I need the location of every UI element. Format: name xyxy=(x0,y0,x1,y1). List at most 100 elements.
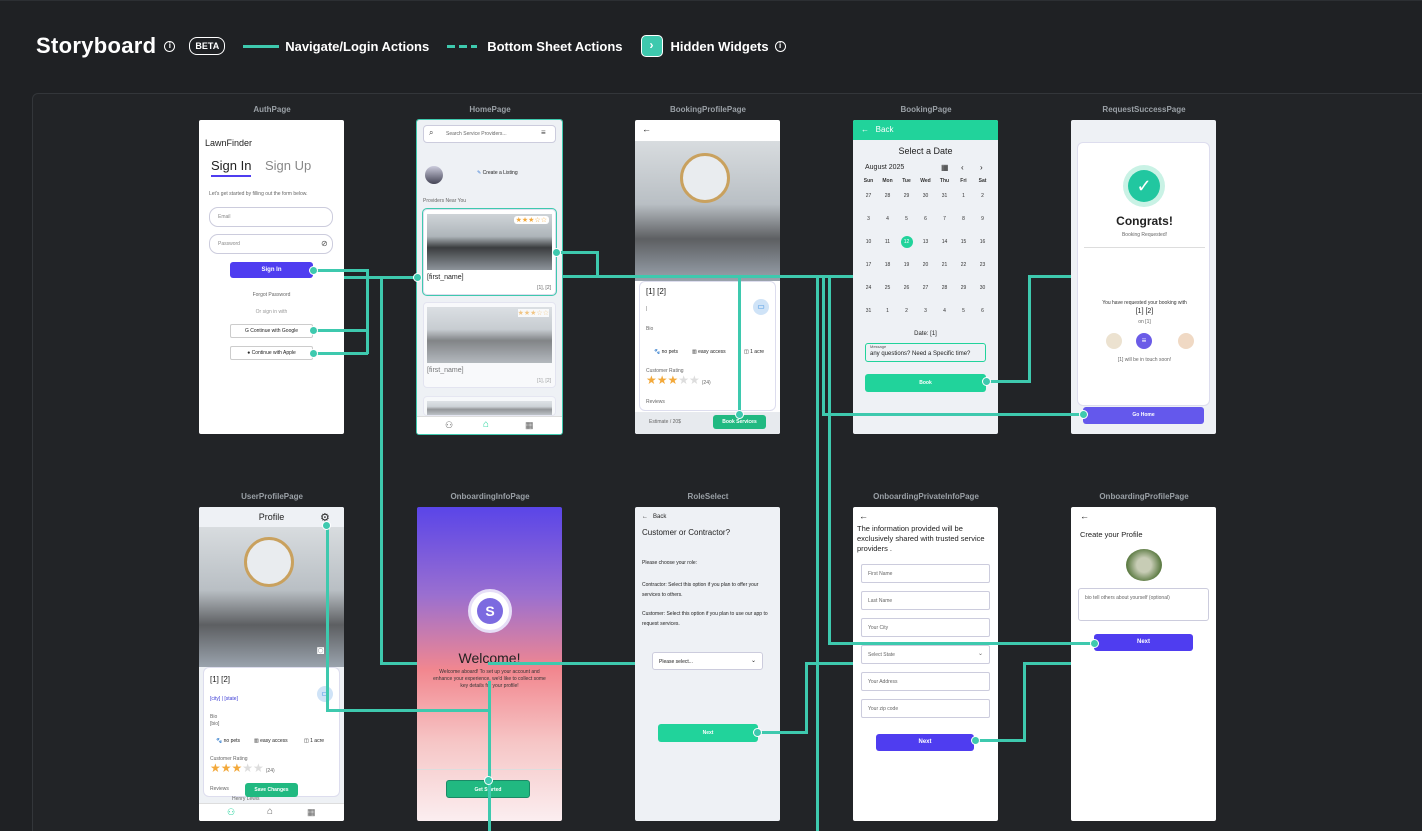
calendar-day[interactable]: 6 xyxy=(916,207,935,230)
connector-node[interactable] xyxy=(309,349,318,358)
back-arrow-icon[interactable]: ← xyxy=(642,124,651,134)
email-field[interactable]: Email xyxy=(209,207,333,227)
calendar-day[interactable]: 20 xyxy=(916,253,935,276)
calendar-day[interactable]: 28 xyxy=(935,276,954,299)
calendar-day[interactable]: 25 xyxy=(878,276,897,299)
connector-node[interactable] xyxy=(309,326,318,335)
avatar[interactable] xyxy=(425,166,443,184)
connector-node[interactable] xyxy=(1079,410,1088,419)
book-button[interactable]: Book xyxy=(865,374,986,392)
form-field[interactable]: Your zip code xyxy=(861,699,990,718)
calendar-day[interactable]: 2 xyxy=(973,184,992,207)
onboarding-profile-page[interactable]: ← Create your Profile bio tell others ab… xyxy=(1071,507,1216,821)
info-icon[interactable]: i xyxy=(774,40,786,52)
provider-card[interactable]: ★★★☆☆ [first_name] [1], [2] xyxy=(422,208,557,296)
calendar-icon[interactable]: ▦ xyxy=(525,420,534,430)
calendar-day[interactable]: 28 xyxy=(878,184,897,207)
search-input[interactable]: Search Service Providers... xyxy=(423,125,556,143)
eye-off-icon[interactable]: ⊘ xyxy=(321,239,328,248)
state-select[interactable]: Select State⌄ xyxy=(861,645,990,664)
connector-node[interactable] xyxy=(552,248,561,257)
calendar-day[interactable]: 4 xyxy=(878,207,897,230)
password-field[interactable]: Password xyxy=(209,234,333,254)
calendar-day[interactable]: 2 xyxy=(897,299,916,322)
book-services-button[interactable]: Book Services xyxy=(713,415,766,429)
calendar-day[interactable]: 29 xyxy=(954,276,973,299)
connector-node[interactable] xyxy=(322,521,331,530)
calendar-day[interactable]: 17 xyxy=(859,253,878,276)
profile-avatar[interactable] xyxy=(1126,549,1162,581)
form-field[interactable]: Your City xyxy=(861,618,990,637)
calendar-day[interactable]: 23 xyxy=(973,253,992,276)
back-link[interactable]: ← Back xyxy=(642,514,666,520)
calendar-icon[interactable]: ▦ xyxy=(307,807,316,817)
calendar-day[interactable]: 5 xyxy=(897,207,916,230)
back-arrow-icon[interactable]: ← xyxy=(1080,511,1089,521)
chat-icon[interactable]: ▭ xyxy=(753,299,769,315)
connector-node[interactable] xyxy=(1090,639,1099,648)
form-field[interactable]: Your Address xyxy=(861,672,990,691)
calendar-day[interactable]: 31 xyxy=(859,299,878,322)
calendar-day[interactable]: 1 xyxy=(954,184,973,207)
form-field[interactable]: Last Name xyxy=(861,591,990,610)
connector-node[interactable] xyxy=(971,736,980,745)
calendar-day[interactable]: 5 xyxy=(954,299,973,322)
calendar-day[interactable]: 11 xyxy=(878,230,897,253)
calendar-day[interactable]: 9 xyxy=(973,207,992,230)
calendar-day[interactable]: 13 xyxy=(916,230,935,253)
calendar-day[interactable]: 4 xyxy=(935,299,954,322)
user-profile-page[interactable]: Profile ⚙ ◙ [1] [2] [city] | [state] ▭ B… xyxy=(199,507,344,821)
request-success-page[interactable]: ✓ Congrats! Booking Requested! You have … xyxy=(1071,120,1216,434)
calendar-day[interactable]: 15 xyxy=(954,230,973,253)
home-icon[interactable]: ⌂ xyxy=(483,419,490,430)
provider-card[interactable]: ★★★☆☆ [first_name] [1], [2] xyxy=(423,302,556,388)
signin-button[interactable]: Sign In xyxy=(230,262,313,278)
chevron-right-icon[interactable]: › xyxy=(980,163,983,172)
calendar-day[interactable]: 27 xyxy=(916,276,935,299)
gear-icon[interactable]: ⚙ xyxy=(320,512,330,524)
connector-node[interactable] xyxy=(484,776,493,785)
calendar-day[interactable]: 29 xyxy=(897,184,916,207)
calendar-day[interactable]: 22 xyxy=(954,253,973,276)
calendar-day[interactable]: 21 xyxy=(935,253,954,276)
role-select-page[interactable]: ← Back Customer or Contractor? Please ch… xyxy=(635,507,780,821)
calendar-icon[interactable]: ▦ xyxy=(941,163,949,172)
person-icon[interactable]: ⚇ xyxy=(445,420,454,430)
provider-card[interactable] xyxy=(423,396,556,416)
connector-node[interactable] xyxy=(753,728,762,737)
calendar-day[interactable]: 10 xyxy=(859,230,878,253)
calendar-day[interactable]: 31 xyxy=(935,184,954,207)
calendar-day[interactable]: 16 xyxy=(973,230,992,253)
apple-button[interactable]: ● Continue with Apple xyxy=(230,346,313,360)
back-arrow-icon[interactable]: ← xyxy=(859,511,868,521)
calendar-day[interactable]: 12 xyxy=(897,230,916,253)
filter-icon[interactable]: ≡ xyxy=(541,128,546,137)
tab-signup[interactable]: Sign Up xyxy=(265,158,312,173)
save-changes-button[interactable]: Save Changes xyxy=(245,783,298,797)
booking-page[interactable]: ← Back Select a Date August 2025 ▦ ‹ › S… xyxy=(853,120,998,434)
home-icon[interactable]: ⌂ xyxy=(267,806,274,817)
connector-node[interactable] xyxy=(735,410,744,419)
auth-page[interactable]: LawnFinder Sign In Sign Up Let's get sta… xyxy=(199,120,344,434)
forgot-password-link[interactable]: Forgot Password xyxy=(252,292,291,298)
calendar-day[interactable]: 6 xyxy=(973,299,992,322)
connector-node[interactable] xyxy=(413,273,422,282)
home-page[interactable]: Search Service Providers... ⌕ ≡ ✎ Create… xyxy=(416,119,563,435)
booking-app-bar[interactable]: ← Back xyxy=(853,120,998,140)
calendar-day[interactable]: 3 xyxy=(916,299,935,322)
calendar-day[interactable]: 19 xyxy=(897,253,916,276)
calendar-day[interactable]: 1 xyxy=(878,299,897,322)
chevron-left-icon[interactable]: ‹ xyxy=(961,163,964,172)
connector-node[interactable] xyxy=(982,377,991,386)
go-home-button[interactable]: Go Home xyxy=(1083,407,1204,424)
calendar-day[interactable]: 3 xyxy=(859,207,878,230)
form-field[interactable]: First Name xyxy=(861,564,990,583)
connector-node[interactable] xyxy=(309,266,318,275)
calendar-day[interactable]: 30 xyxy=(916,184,935,207)
calendar-day[interactable]: 24 xyxy=(859,276,878,299)
chat-icon[interactable]: ▭ xyxy=(317,686,333,702)
calendar-day[interactable]: 7 xyxy=(935,207,954,230)
